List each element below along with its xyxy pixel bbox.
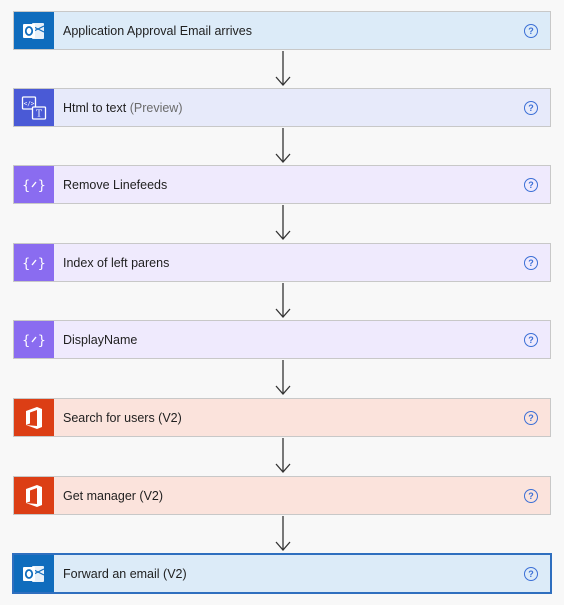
- step-remove-linefeeds[interactable]: { } Remove Linefeeds ?: [13, 165, 551, 204]
- svg-text:T: T: [36, 109, 42, 119]
- outlook-icon: [14, 12, 54, 49]
- svg-text:{ }: { }: [23, 178, 45, 193]
- help-icon[interactable]: ?: [524, 23, 538, 38]
- help-icon[interactable]: ?: [524, 332, 538, 347]
- connector-arrow: [275, 51, 291, 86]
- step-label: Index of left parens: [63, 255, 170, 270]
- step-label: Search for users (V2): [63, 410, 182, 425]
- step-get-manager[interactable]: Get manager (V2) ?: [13, 476, 551, 515]
- outlook-icon: [14, 555, 54, 592]
- step-html-to-text[interactable]: </> T Html to text (Preview) ?: [13, 88, 551, 127]
- preview-tag: (Preview): [129, 100, 183, 115]
- step-label: Remove Linefeeds: [63, 177, 168, 192]
- step-label: Forward an email (V2): [63, 566, 187, 581]
- help-icon[interactable]: ?: [524, 177, 538, 192]
- help-icon[interactable]: ?: [524, 410, 538, 425]
- connector-arrow: [275, 283, 291, 318]
- step-label: DisplayName: [63, 332, 138, 347]
- compose-icon: { }: [14, 244, 54, 281]
- step-displayname[interactable]: { } DisplayName ?: [13, 320, 551, 359]
- connector-arrow: [275, 128, 291, 163]
- compose-icon: { }: [14, 166, 54, 203]
- compose-icon: { }: [14, 321, 54, 358]
- svg-text:</>: </>: [24, 100, 35, 107]
- connector-arrow: [275, 516, 291, 551]
- office365-icon: [14, 477, 54, 514]
- step-label: Get manager (V2): [63, 488, 164, 503]
- step-forward-an-email[interactable]: Forward an email (V2) ?: [13, 554, 551, 593]
- svg-text:{ }: { }: [23, 333, 45, 348]
- connector-arrow: [275, 438, 291, 473]
- help-icon[interactable]: ?: [524, 566, 538, 581]
- step-label: Application Approval Email arrives: [63, 23, 252, 38]
- svg-text:{ }: { }: [23, 256, 45, 271]
- connector-arrow: [275, 205, 291, 240]
- help-icon[interactable]: ?: [524, 255, 538, 270]
- step-search-for-users[interactable]: Search for users (V2) ?: [13, 398, 551, 437]
- help-icon[interactable]: ?: [524, 100, 538, 115]
- step-index-of-left-parens[interactable]: { } Index of left parens ?: [13, 243, 551, 282]
- help-icon[interactable]: ?: [524, 488, 538, 503]
- step-application-approval-email-arrives[interactable]: Application Approval Email arrives ?: [13, 11, 551, 50]
- html-to-text-icon: </> T: [14, 89, 54, 126]
- office365-icon: [14, 399, 54, 436]
- step-label: Html to text (Preview): [63, 100, 183, 115]
- connector-arrow: [275, 360, 291, 395]
